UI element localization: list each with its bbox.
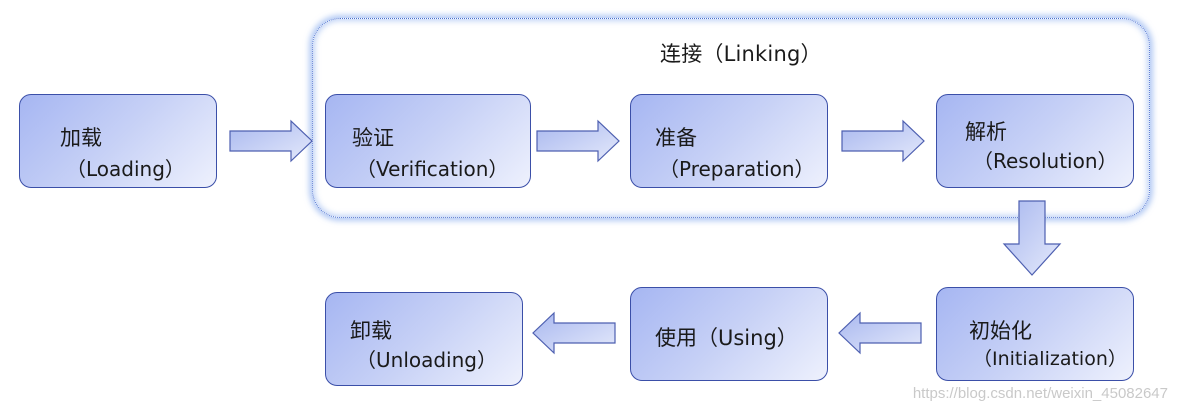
stage-loading-en-label: （Loading） — [66, 157, 185, 181]
stage-verification-zh-label: 验证 — [352, 126, 394, 150]
arrow-loading-to-verification — [229, 119, 313, 163]
stage-resolution-zh-label: 解析 — [965, 120, 1007, 144]
stage-resolution: 解析 （Resolution） — [936, 94, 1134, 188]
stage-verification-en-label: （Verification） — [356, 157, 509, 181]
stage-using-label: 使用（Using） — [655, 326, 798, 350]
arrow-resolution-to-initialization — [1002, 200, 1062, 276]
linking-phase-title: 连接（Linking） — [660, 42, 822, 66]
linking-phase-group — [312, 18, 1150, 218]
stage-verification: 验证 （Verification） — [325, 94, 531, 188]
arrow-verification-to-preparation — [536, 119, 620, 163]
stage-preparation: 准备 （Preparation） — [630, 94, 828, 188]
stage-unloading-en-label: （Unloading） — [356, 348, 497, 372]
stage-preparation-zh-label: 准备 — [655, 126, 697, 150]
stage-initialization-en-label: （Initialization） — [973, 348, 1127, 370]
stage-initialization-zh-label: 初始化 — [969, 319, 1032, 343]
stage-loading-zh-label: 加载 — [60, 126, 102, 150]
stage-unloading-zh-label: 卸载 — [350, 319, 392, 343]
arrow-initialization-to-using — [838, 311, 922, 355]
arrow-using-to-unloading — [532, 311, 616, 355]
arrow-preparation-to-resolution — [841, 119, 925, 163]
stage-preparation-en-label: （Preparation） — [659, 157, 815, 181]
stage-initialization: 初始化 （Initialization） — [936, 287, 1134, 381]
stage-loading: 加载 （Loading） — [19, 94, 217, 188]
stage-resolution-en-label: （Resolution） — [973, 149, 1118, 173]
stage-using: 使用（Using） — [630, 287, 828, 381]
watermark-url: https://blog.csdn.net/weixin_45082647 — [912, 385, 1168, 402]
stage-unloading: 卸载 （Unloading） — [325, 292, 523, 386]
